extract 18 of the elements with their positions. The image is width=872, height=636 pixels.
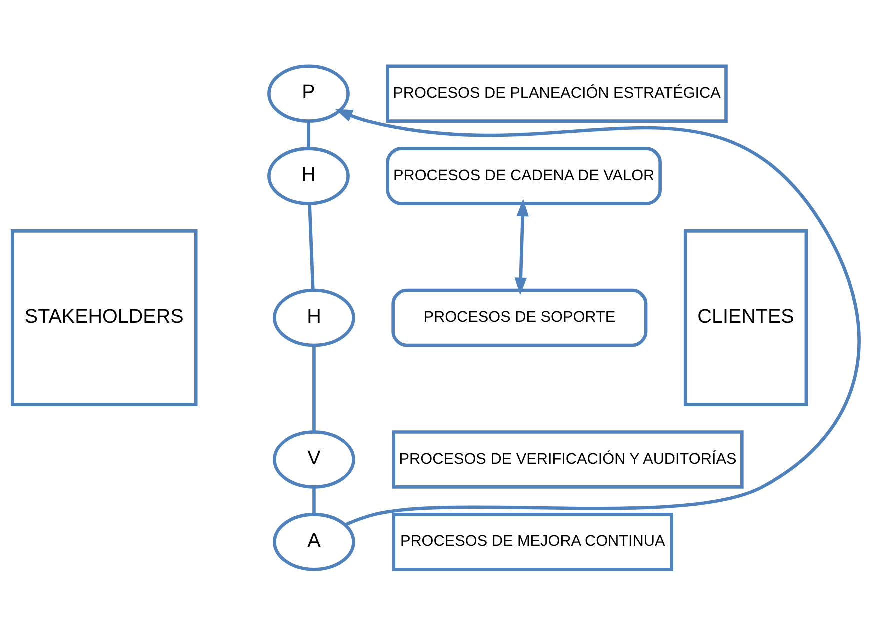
node-ellipse: H xyxy=(273,288,356,348)
connector xyxy=(312,488,316,514)
node-box: PROCESOS DE PLANEACIÓN ESTRATÉGICA xyxy=(386,64,728,123)
node-box: PROCESOS DE CADENA DE VALOR xyxy=(386,147,662,206)
node-ellipse: A xyxy=(273,513,356,572)
node-ellipse: V xyxy=(273,430,356,489)
node-box: PROCESOS DE VERIFICACIÓN Y AUDITORÍAS xyxy=(392,430,744,489)
arrow xyxy=(335,109,861,527)
node-box: CLIENTES xyxy=(684,230,808,406)
node-ellipse: H xyxy=(268,147,350,206)
arrow xyxy=(514,198,529,296)
connector xyxy=(312,346,316,432)
node-box: STAKEHOLDERS xyxy=(10,230,198,406)
connector xyxy=(308,204,315,290)
connector xyxy=(307,122,310,148)
node-box: PROCESOS DE SOPORTE xyxy=(392,288,648,348)
node-ellipse: P xyxy=(268,64,350,123)
node-box: PROCESOS DE MEJORA CONTINUA xyxy=(392,513,674,572)
